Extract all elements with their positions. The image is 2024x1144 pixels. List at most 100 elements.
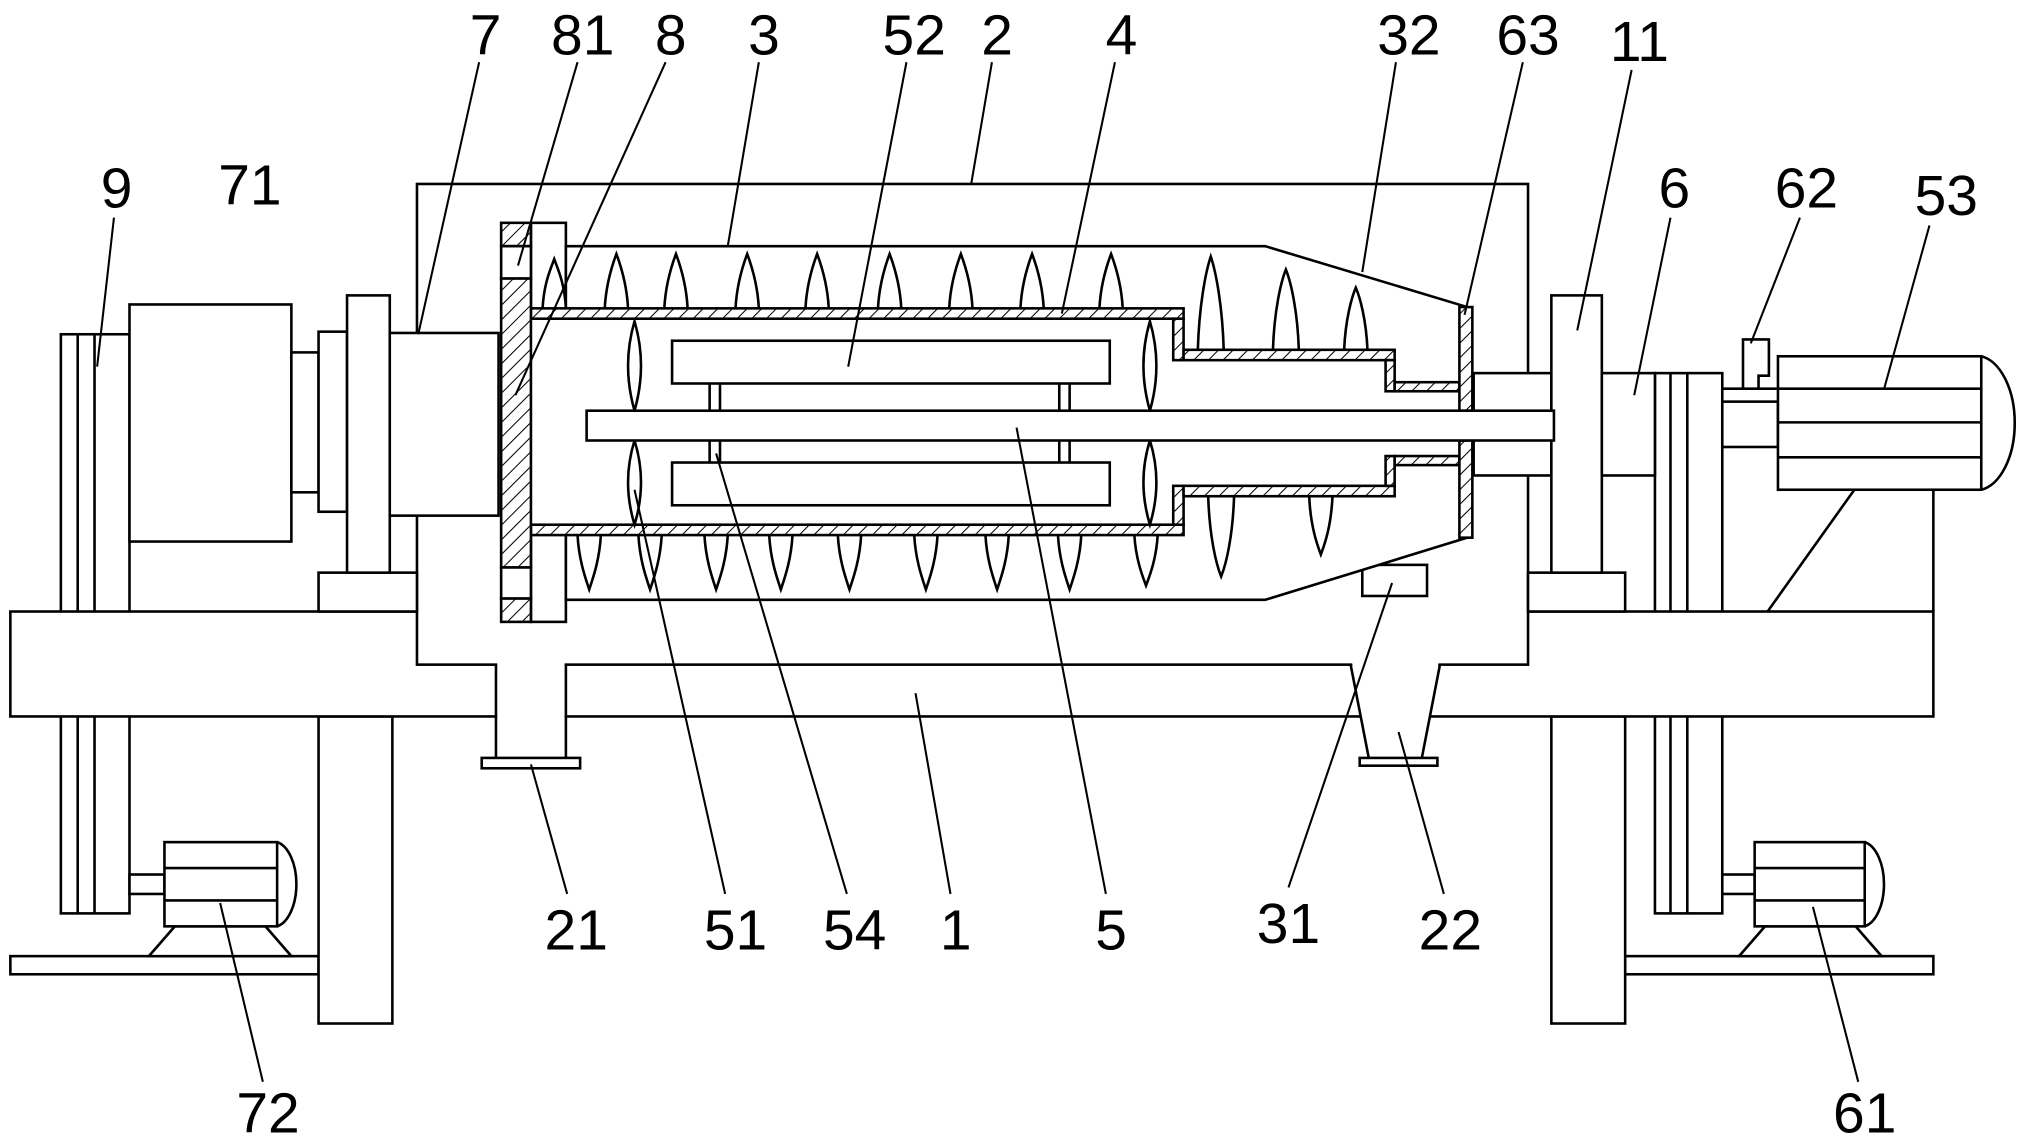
shaft-5 <box>585 409 1556 442</box>
callout-72: 72 <box>236 1081 299 1144</box>
bracket-62-body <box>1741 338 1771 389</box>
leader-2 <box>970 62 993 185</box>
leader-6 <box>1633 217 1672 396</box>
paddles-51 <box>626 316 1158 530</box>
callout-54: 54 <box>823 899 886 963</box>
motor-71 <box>128 303 293 543</box>
callout-21: 21 <box>545 899 608 963</box>
callout-81: 81 <box>551 3 614 67</box>
callout-8: 8 <box>655 3 687 67</box>
blade <box>876 250 903 309</box>
paddle <box>1142 316 1158 416</box>
motor-61-body <box>1753 840 1867 928</box>
paddle <box>1142 436 1158 530</box>
blade <box>703 535 730 594</box>
leader-61 <box>1811 906 1860 1083</box>
spiral-blades-top <box>541 250 1369 350</box>
inner-box-52-bottom <box>670 461 1112 507</box>
leader-63 <box>1463 61 1524 316</box>
leader-72 <box>219 902 264 1083</box>
callout-71: 71 <box>218 154 281 218</box>
motor-72-end-cap <box>276 840 298 928</box>
callout-9: 9 <box>101 156 133 220</box>
outlet-22-flange <box>1358 756 1439 767</box>
right-pedestal <box>1526 571 1627 613</box>
callout-63: 63 <box>1496 3 1559 67</box>
leader-5 <box>1015 427 1107 895</box>
spiral-blades-bottom <box>576 496 1334 594</box>
inner-drum-tail-top <box>1393 380 1461 393</box>
connecting-rods-54 <box>708 383 1071 463</box>
callout-5: 5 <box>1095 899 1127 963</box>
left-flange <box>345 294 392 574</box>
inner-drum-tail-bottom <box>1393 454 1461 467</box>
leader-4 <box>1060 61 1116 314</box>
flange-11 <box>1550 294 1604 574</box>
leader-8 <box>514 61 667 396</box>
leader-11 <box>1576 69 1633 331</box>
callout-labels: 7 81 8 3 52 2 4 32 63 11 9 71 6 62 53 21… <box>101 3 1978 1144</box>
slot-81-top <box>499 244 533 280</box>
slot-81-bottom-hatch <box>499 597 533 624</box>
callout-3: 3 <box>748 3 780 67</box>
motor-72-lines <box>164 866 278 902</box>
blade <box>1206 496 1236 581</box>
inner-drum-bottom-wall <box>529 523 1185 537</box>
inner-drum-step-top <box>1171 317 1185 362</box>
inner-drum-step2-top <box>1384 358 1396 393</box>
blade <box>576 535 603 594</box>
leader-9 <box>96 217 115 367</box>
leader-51 <box>633 489 727 895</box>
blade <box>1019 250 1046 309</box>
motor-61-end-cap <box>1864 840 1886 928</box>
leader-52 <box>847 61 908 367</box>
callout-4: 4 <box>1106 3 1138 67</box>
blade <box>734 250 761 309</box>
blade <box>1271 265 1301 350</box>
left-pedestal <box>317 571 419 613</box>
blade <box>1342 284 1369 350</box>
callout-22: 22 <box>1419 899 1482 963</box>
blade <box>947 250 974 309</box>
outlet-22 <box>1349 662 1442 767</box>
blade <box>1098 250 1125 309</box>
motor-53-brace <box>1766 488 1856 613</box>
leader-81 <box>516 61 579 266</box>
blade <box>804 250 831 309</box>
leader-3 <box>726 62 760 247</box>
leader-62 <box>1749 217 1801 344</box>
motor-53 <box>1776 354 2016 492</box>
blade <box>1307 496 1334 559</box>
outlet-21-walls <box>494 664 568 758</box>
inner-drum-neck-bottom <box>1182 484 1396 498</box>
motor-72-body <box>163 840 279 928</box>
motor-53-shaft <box>1720 400 1780 449</box>
motor-61-base <box>1736 925 1885 958</box>
right-bottom-plate <box>1623 954 1935 976</box>
leader-7 <box>417 61 481 335</box>
blade <box>603 250 630 309</box>
blade <box>984 535 1011 594</box>
motor-53-end-cap <box>1980 355 2016 491</box>
blade <box>1133 535 1159 590</box>
blade <box>912 535 939 594</box>
leader-53 <box>1883 225 1931 389</box>
callout-32: 32 <box>1377 3 1440 67</box>
callout-51: 51 <box>704 899 767 963</box>
blade <box>767 535 794 594</box>
inner-drum-step2-bottom <box>1384 454 1396 488</box>
left-coupling <box>290 351 320 494</box>
blade <box>1196 252 1226 350</box>
end-plate-63-top <box>1458 305 1474 412</box>
callout-11: 11 <box>1610 10 1669 74</box>
left-coupling-hub <box>317 330 349 514</box>
outlet-21-flange <box>480 756 582 770</box>
callout-52: 52 <box>883 3 946 67</box>
motor-53-lines <box>1777 387 1982 459</box>
leader-1 <box>914 692 952 895</box>
leader-32 <box>1361 62 1397 273</box>
blade <box>1056 535 1083 594</box>
end-plate-63-bottom <box>1458 439 1474 539</box>
lower-left-motor-72 <box>128 840 298 958</box>
leader-lines <box>96 61 1931 1083</box>
